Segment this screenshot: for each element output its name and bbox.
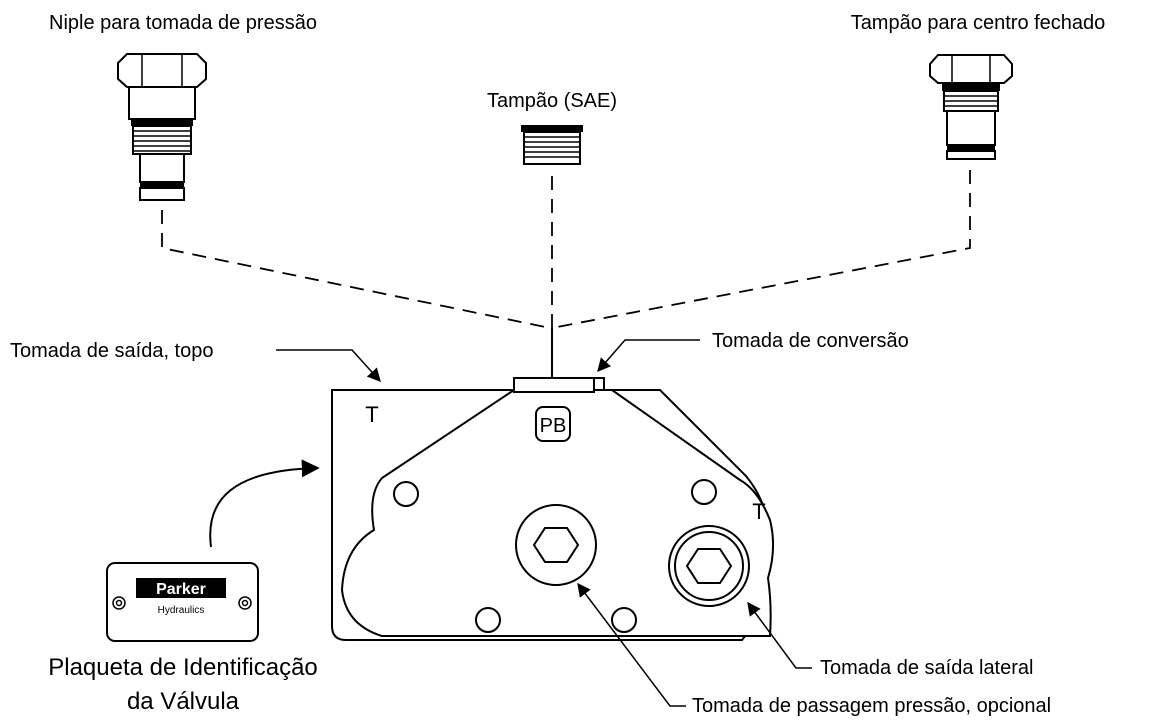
label-conversion-port: Tomada de conversão xyxy=(712,330,909,352)
label-nameplate-line1: Plaqueta de Identificação xyxy=(48,654,318,681)
pressure-nipple-fitting xyxy=(117,53,207,201)
callout-nameplate xyxy=(209,459,320,548)
callout-top-outlet xyxy=(276,349,381,383)
label-nameplate-line2: da Válvula xyxy=(127,688,240,715)
nameplate-brand: Parker xyxy=(156,581,206,598)
dashed-line-left xyxy=(161,210,551,329)
port-mark-t-left: T xyxy=(365,402,378,427)
valve-body xyxy=(331,377,774,641)
label-side-outlet: Tomada de saída lateral xyxy=(820,657,1033,679)
dashed-line-right xyxy=(551,170,971,329)
callout-pressure-passage xyxy=(577,582,686,707)
valve-nameplate xyxy=(106,562,259,642)
sae-plug-fitting xyxy=(521,125,583,165)
port-mark-t-right: T xyxy=(752,499,765,524)
callout-conversion-port xyxy=(597,339,700,373)
closed-center-plug-fitting xyxy=(929,54,1013,160)
port-mark-pb: PB xyxy=(540,415,567,437)
label-pressure-passage: Tomada de passagem pressão, opcional xyxy=(692,695,1051,717)
label-sae-plug: Tampão (SAE) xyxy=(487,90,617,112)
nameplate-sub: Hydraulics xyxy=(158,605,205,616)
label-top-outlet: Tomada de saída, topo xyxy=(10,340,213,362)
label-closed-center-plug: Tampão para centro fechado xyxy=(851,12,1106,34)
callout-side-outlet xyxy=(747,601,812,669)
label-pressure-nipple: Niple para tomada de pressão xyxy=(49,12,317,34)
